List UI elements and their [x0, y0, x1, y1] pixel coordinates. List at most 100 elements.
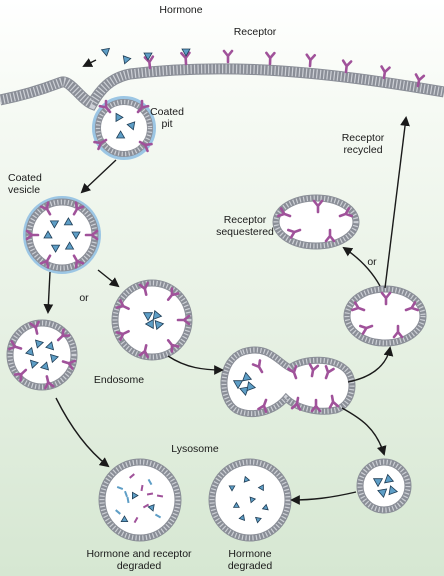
receptor-icon [286, 228, 302, 239]
hormone-icon [232, 380, 244, 390]
hormone-icon [143, 52, 153, 61]
receptor-icon [115, 299, 130, 311]
receptor-icon [392, 324, 404, 339]
receptor-icon [308, 363, 320, 378]
degraded-fragment-icon [146, 492, 154, 496]
hormone-label: Hormone [159, 4, 203, 16]
arrow-exit-membrane [82, 58, 97, 67]
receptor-icon [166, 287, 180, 301]
hormone-icon [232, 501, 240, 508]
degraded-fragment-icon [116, 486, 124, 490]
lysosome-hormone-degraded-shape [208, 458, 292, 542]
hormone-icon [388, 485, 399, 496]
hormone-icon [142, 312, 154, 322]
degraded-fragment-icon [133, 516, 139, 524]
hormone-icon [249, 496, 257, 504]
receptor-icon [84, 229, 99, 241]
receptor-icon [138, 281, 149, 296]
arrow-sorting-to-recycling [347, 346, 394, 383]
endosome-label: Endosome [93, 374, 145, 386]
coated-vesicle-shape [23, 196, 101, 274]
hormone-icon [115, 112, 124, 123]
receptor-icon [98, 99, 112, 114]
hormone-icon [152, 309, 163, 320]
hormone-icon [246, 381, 257, 392]
receptor-icon [72, 201, 85, 216]
hormone-icon [64, 241, 75, 250]
receptor-icon [39, 201, 52, 216]
receptor-icon [61, 359, 77, 370]
coated-vesicle-label: Coated vesicle [8, 172, 42, 196]
hormone-icon [181, 48, 191, 57]
receptor-icon [138, 140, 153, 153]
hormone-icon [49, 220, 60, 229]
receptor-label: Receptor [233, 26, 277, 38]
receptor-icon [287, 364, 298, 380]
hormone-icon [39, 361, 50, 371]
receptor-icon [324, 364, 335, 380]
receptor-icon [93, 138, 108, 151]
receptor-icon [338, 207, 354, 218]
hormone-icon [34, 339, 45, 349]
hormone-icon [71, 231, 81, 240]
hormone-icon [254, 516, 262, 524]
receptor-icon [13, 368, 28, 382]
hormone-icon [50, 244, 61, 253]
receptor-icon [358, 324, 374, 335]
membrane-receptor-icon [180, 51, 191, 66]
receptor-icon [44, 375, 55, 390]
membrane-receptor-icon [305, 53, 317, 68]
or-left-label: or [79, 292, 89, 304]
receptor-icon [25, 229, 40, 241]
arrow-small-to-lysosome [290, 491, 357, 505]
hormone-icon [154, 320, 165, 331]
degraded-fragment-icon [154, 513, 162, 519]
coated-pit-shape [92, 96, 156, 160]
arrow-sorting-to-small [341, 407, 387, 456]
degraded-fragment-icon [147, 478, 153, 486]
degraded-fragment-icon [156, 494, 164, 498]
receptor-icon [404, 301, 420, 312]
receptor-icon [7, 340, 23, 351]
receptor-icon [380, 291, 392, 306]
receptor-icon [276, 207, 292, 218]
receptor-icon [72, 254, 85, 269]
hormone-icon [115, 130, 126, 139]
hormone-icon [238, 514, 246, 522]
endosome-shape [6, 319, 78, 391]
arrow-pit-to-vesicle [80, 159, 117, 194]
hormone-degraded-label: Hormone degraded [227, 548, 273, 572]
degraded-fragment-icon [129, 473, 135, 479]
cell-membrane [0, 63, 444, 111]
hormone-icon [45, 341, 55, 351]
membrane-receptor-icon [265, 51, 276, 66]
arrow-recycling-to-sequestered [342, 246, 381, 287]
receptor-icon [39, 254, 52, 269]
receptor-icon [136, 99, 150, 114]
hormone-icon [43, 230, 53, 239]
arrow-vesicle-to-endosome [43, 271, 54, 314]
hormone-icon [257, 484, 264, 492]
hormone-icon [261, 503, 269, 511]
receptor-icon [29, 320, 40, 335]
degraded-fragment-icon [126, 496, 130, 504]
hormone-icon [25, 346, 35, 357]
hormone-icon [243, 475, 251, 483]
sequestered-vesicle-shape [272, 194, 360, 250]
hormone-icon [120, 515, 129, 523]
or-right-label: or [367, 256, 377, 268]
hormone-icon [372, 478, 384, 488]
receptor-icon [310, 398, 322, 413]
arrow-vesicle-to-uncoated [97, 269, 120, 288]
degraded-fragment-icon [142, 503, 150, 509]
arrow-recycling-to-membrane [384, 116, 410, 289]
membrane-receptor-icon [380, 65, 391, 80]
hormone-icon [49, 353, 59, 364]
hormone-icon [144, 318, 154, 330]
degraded-fragment-icon [124, 490, 128, 498]
hormone-icon [147, 504, 155, 512]
lysosome-label: Lysosome [171, 443, 219, 455]
receptor-sequestered-label: Receptor sequestered [216, 214, 274, 238]
hormone-icon [377, 488, 388, 499]
